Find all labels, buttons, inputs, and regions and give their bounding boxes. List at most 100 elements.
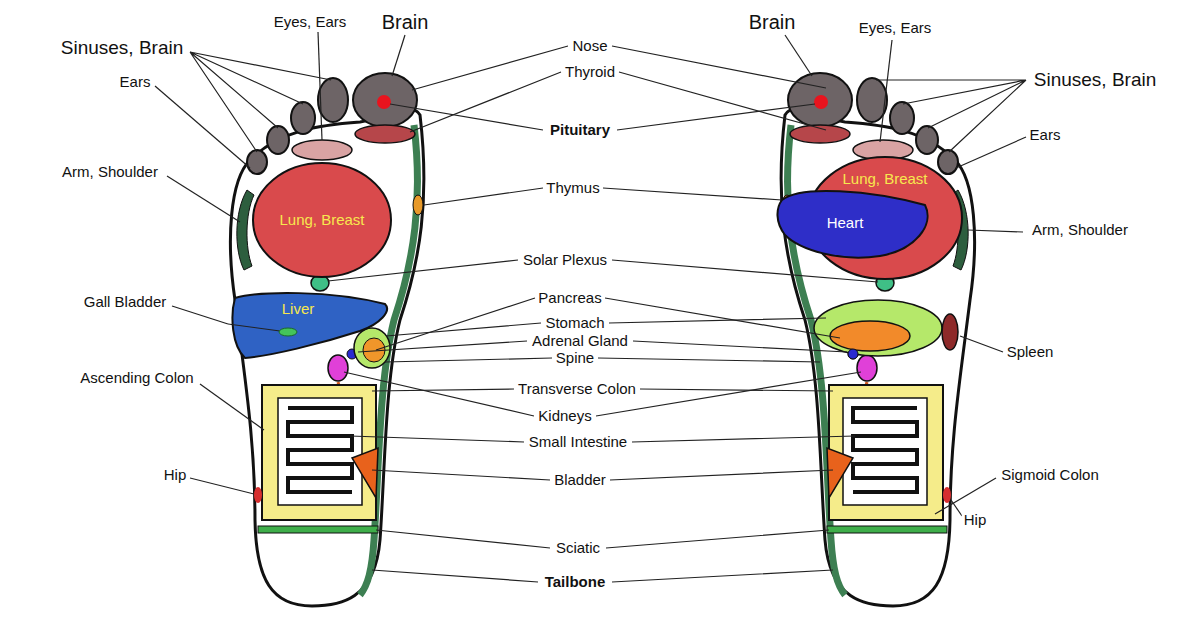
small-intestine-zone [288, 408, 352, 492]
organ-label: Sinuses, Brain [1032, 69, 1159, 91]
organ-label: Hip [962, 511, 989, 528]
label-holder: Sinuses, Brain [59, 37, 186, 59]
leader-line [167, 176, 240, 222]
lung-zone: Lung, BreastHeart [807, 156, 963, 280]
spleen-zone [942, 314, 958, 350]
foot-sole-mirrored [781, 73, 974, 606]
kidney-zone [328, 355, 348, 381]
label-holder: Ears [118, 73, 153, 91]
arm-shoulder-zone [237, 190, 254, 270]
label-holder: Ears [1028, 126, 1063, 144]
organ-label: Spleen [1005, 343, 1056, 360]
leader-line [228, 324, 280, 331]
label-holder: Tailbone [543, 573, 608, 591]
eyes-ears-zone [292, 140, 352, 160]
label-holder: Sigmoid Colon [999, 466, 1101, 484]
sciatic-zone [258, 526, 378, 533]
bladder-zone [352, 448, 378, 498]
leader-line [410, 72, 826, 132]
organ-label: Gall Bladder [82, 293, 169, 310]
label-holder: Nose [570, 37, 609, 55]
adrenal-zone [848, 349, 858, 359]
zone-label: Lung, Breast [279, 211, 364, 228]
leader-line [935, 478, 996, 514]
leader-line [385, 358, 820, 362]
leader-line [960, 336, 1003, 352]
label-holder: Solar Plexus [521, 251, 609, 269]
organ-label: Transverse Colon [516, 380, 638, 397]
liver-zone: Liver [228, 294, 392, 366]
label-holder: Gall Bladder [82, 293, 169, 311]
label-holder: Ascending Colon [78, 369, 195, 387]
label-holder: Arm, Shoulder [1030, 221, 1130, 239]
toe [291, 102, 315, 134]
pancreas-zone [830, 321, 910, 351]
thyroid-zone [355, 125, 415, 143]
organ-label: Thyroid [563, 63, 617, 80]
leader-line [785, 35, 812, 76]
leader-line [392, 35, 405, 76]
organ-label: Ascending Colon [78, 369, 195, 386]
leader-lines [155, 32, 1026, 582]
label-holder: Sinuses, Brain [1032, 69, 1159, 91]
label-holder: Bladder [552, 471, 608, 489]
label-holder: Adrenal Gland [530, 332, 630, 350]
organ-label: Ears [118, 73, 153, 90]
organ-label: Thymus [544, 179, 601, 196]
leader-line [412, 46, 826, 90]
label-holder: Thyroid [563, 63, 617, 81]
organ-label: Adrenal Gland [530, 332, 630, 349]
organ-label: Sciatic [554, 539, 602, 556]
colon-inner [278, 398, 362, 505]
label-holder: Hip [962, 511, 989, 529]
label-holder: Pancreas [536, 289, 603, 307]
colon-zone [262, 385, 376, 520]
label-holder: Eyes, Ears [272, 13, 349, 31]
label-holder: Pituitary [548, 121, 612, 139]
pituitary-dot [377, 95, 391, 109]
foot-sole [230, 73, 423, 606]
organ-label: Stomach [543, 314, 606, 331]
zone-label: Heart [827, 214, 864, 231]
label-holder: Small Intestine [527, 433, 629, 451]
organ-label: Brain [380, 11, 431, 34]
organ-label: Pancreas [536, 289, 603, 306]
leader-line [344, 372, 861, 416]
zone-shape [777, 191, 927, 258]
leader-line [318, 32, 322, 140]
leader-line [376, 530, 829, 548]
hip-zone [254, 487, 262, 503]
organ-label: Sigmoid Colon [999, 466, 1101, 483]
organ-label: Kidneys [536, 407, 593, 424]
stomach-zone [814, 300, 942, 356]
toe [353, 73, 417, 127]
label-holder: Stomach [543, 314, 606, 332]
organ-label: Arm, Shoulder [1030, 221, 1130, 238]
label-holder: Brain [380, 11, 431, 34]
organ-label: Brain [747, 11, 798, 34]
label-holder: Spleen [1005, 343, 1056, 361]
leader-line [876, 80, 1026, 152]
leader-line [880, 40, 892, 142]
organ-label: Arm, Shoulder [60, 163, 160, 180]
gall-bladder-zone [279, 328, 297, 336]
label-holder: Sciatic [554, 539, 602, 557]
organ-label: Ears [1028, 126, 1063, 143]
leader-line [956, 137, 1026, 168]
toe [267, 126, 289, 154]
organ-label: Bladder [552, 471, 608, 488]
zone-label: Lung, Breast [842, 170, 927, 187]
organ-label: Small Intestine [527, 433, 629, 450]
heart-zone: Heart [776, 186, 930, 260]
toe [247, 150, 267, 174]
organ-label: Pituitary [548, 121, 612, 138]
label-holder: Kidneys [536, 407, 593, 425]
zone-shape [232, 293, 387, 358]
label-holder: Brain [747, 11, 798, 34]
label-holder: Eyes, Ears [857, 19, 934, 37]
leader-line [424, 188, 782, 205]
leader-line [200, 384, 264, 430]
organ-label: Sinuses, Brain [59, 37, 186, 59]
label-holder: Hip [162, 466, 189, 484]
